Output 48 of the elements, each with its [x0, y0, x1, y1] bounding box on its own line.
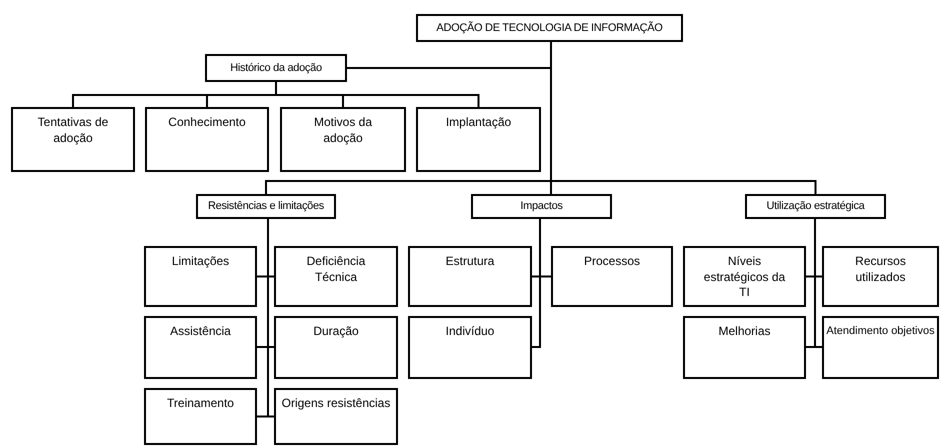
node-label: Histórico da adoção [230, 60, 322, 76]
topic-box [408, 316, 532, 379]
topic-box [683, 316, 806, 379]
topic-box [144, 388, 257, 445]
node-label: Motivos da adoção [312, 115, 374, 146]
topic-box [274, 246, 398, 307]
node-label: Conhecimento [168, 115, 246, 131]
connector-line [275, 82, 480, 107]
topic-box [274, 316, 398, 379]
topic-box [144, 246, 257, 307]
connector-line [550, 42, 816, 194]
node-label: Níveis estratégicos da TI [702, 254, 786, 301]
node-label: ADOÇÃO DE TECNOLOGIA DE INFORMAÇÃO [436, 20, 663, 36]
node-label: Melhorias [718, 324, 771, 340]
node-label: Deficiência Técnica [306, 254, 366, 286]
category-box [745, 194, 886, 219]
category-box [205, 54, 347, 82]
node-label: Assistência [170, 324, 231, 340]
category-box [196, 194, 336, 219]
connector-line [267, 219, 274, 418]
node-label: Processos [584, 254, 640, 270]
node-label: Origens resistências [282, 396, 390, 412]
category-box [416, 14, 683, 42]
node-label: Recursos utilizados [854, 254, 907, 286]
node-label: Atendimento objetivos [826, 324, 935, 338]
topic-box [822, 246, 939, 307]
node-label: Limitações [172, 254, 230, 270]
node-label: Impactos [520, 199, 563, 214]
category-box [471, 194, 612, 219]
node-label: Treinamento [167, 396, 234, 412]
node-label: Implantação [446, 115, 512, 131]
topic-box [11, 107, 135, 172]
topic-box [822, 316, 939, 379]
node-label: Resistências e limitações [208, 199, 324, 214]
node-label: Indivíduo [446, 324, 494, 340]
topic-box [416, 107, 541, 172]
connector-line [814, 219, 822, 348]
topic-box [145, 107, 269, 172]
node-label: Utilização estratégica [766, 199, 864, 214]
topic-box [274, 388, 398, 445]
topic-box [551, 246, 673, 307]
topic-box [683, 246, 806, 307]
topic-box [144, 316, 257, 379]
topic-box [280, 107, 406, 172]
node-label: Estrutura [446, 254, 494, 270]
node-label: Tentativas de adoção [36, 115, 110, 146]
node-label: Duração [313, 324, 359, 340]
topic-box [408, 246, 532, 307]
